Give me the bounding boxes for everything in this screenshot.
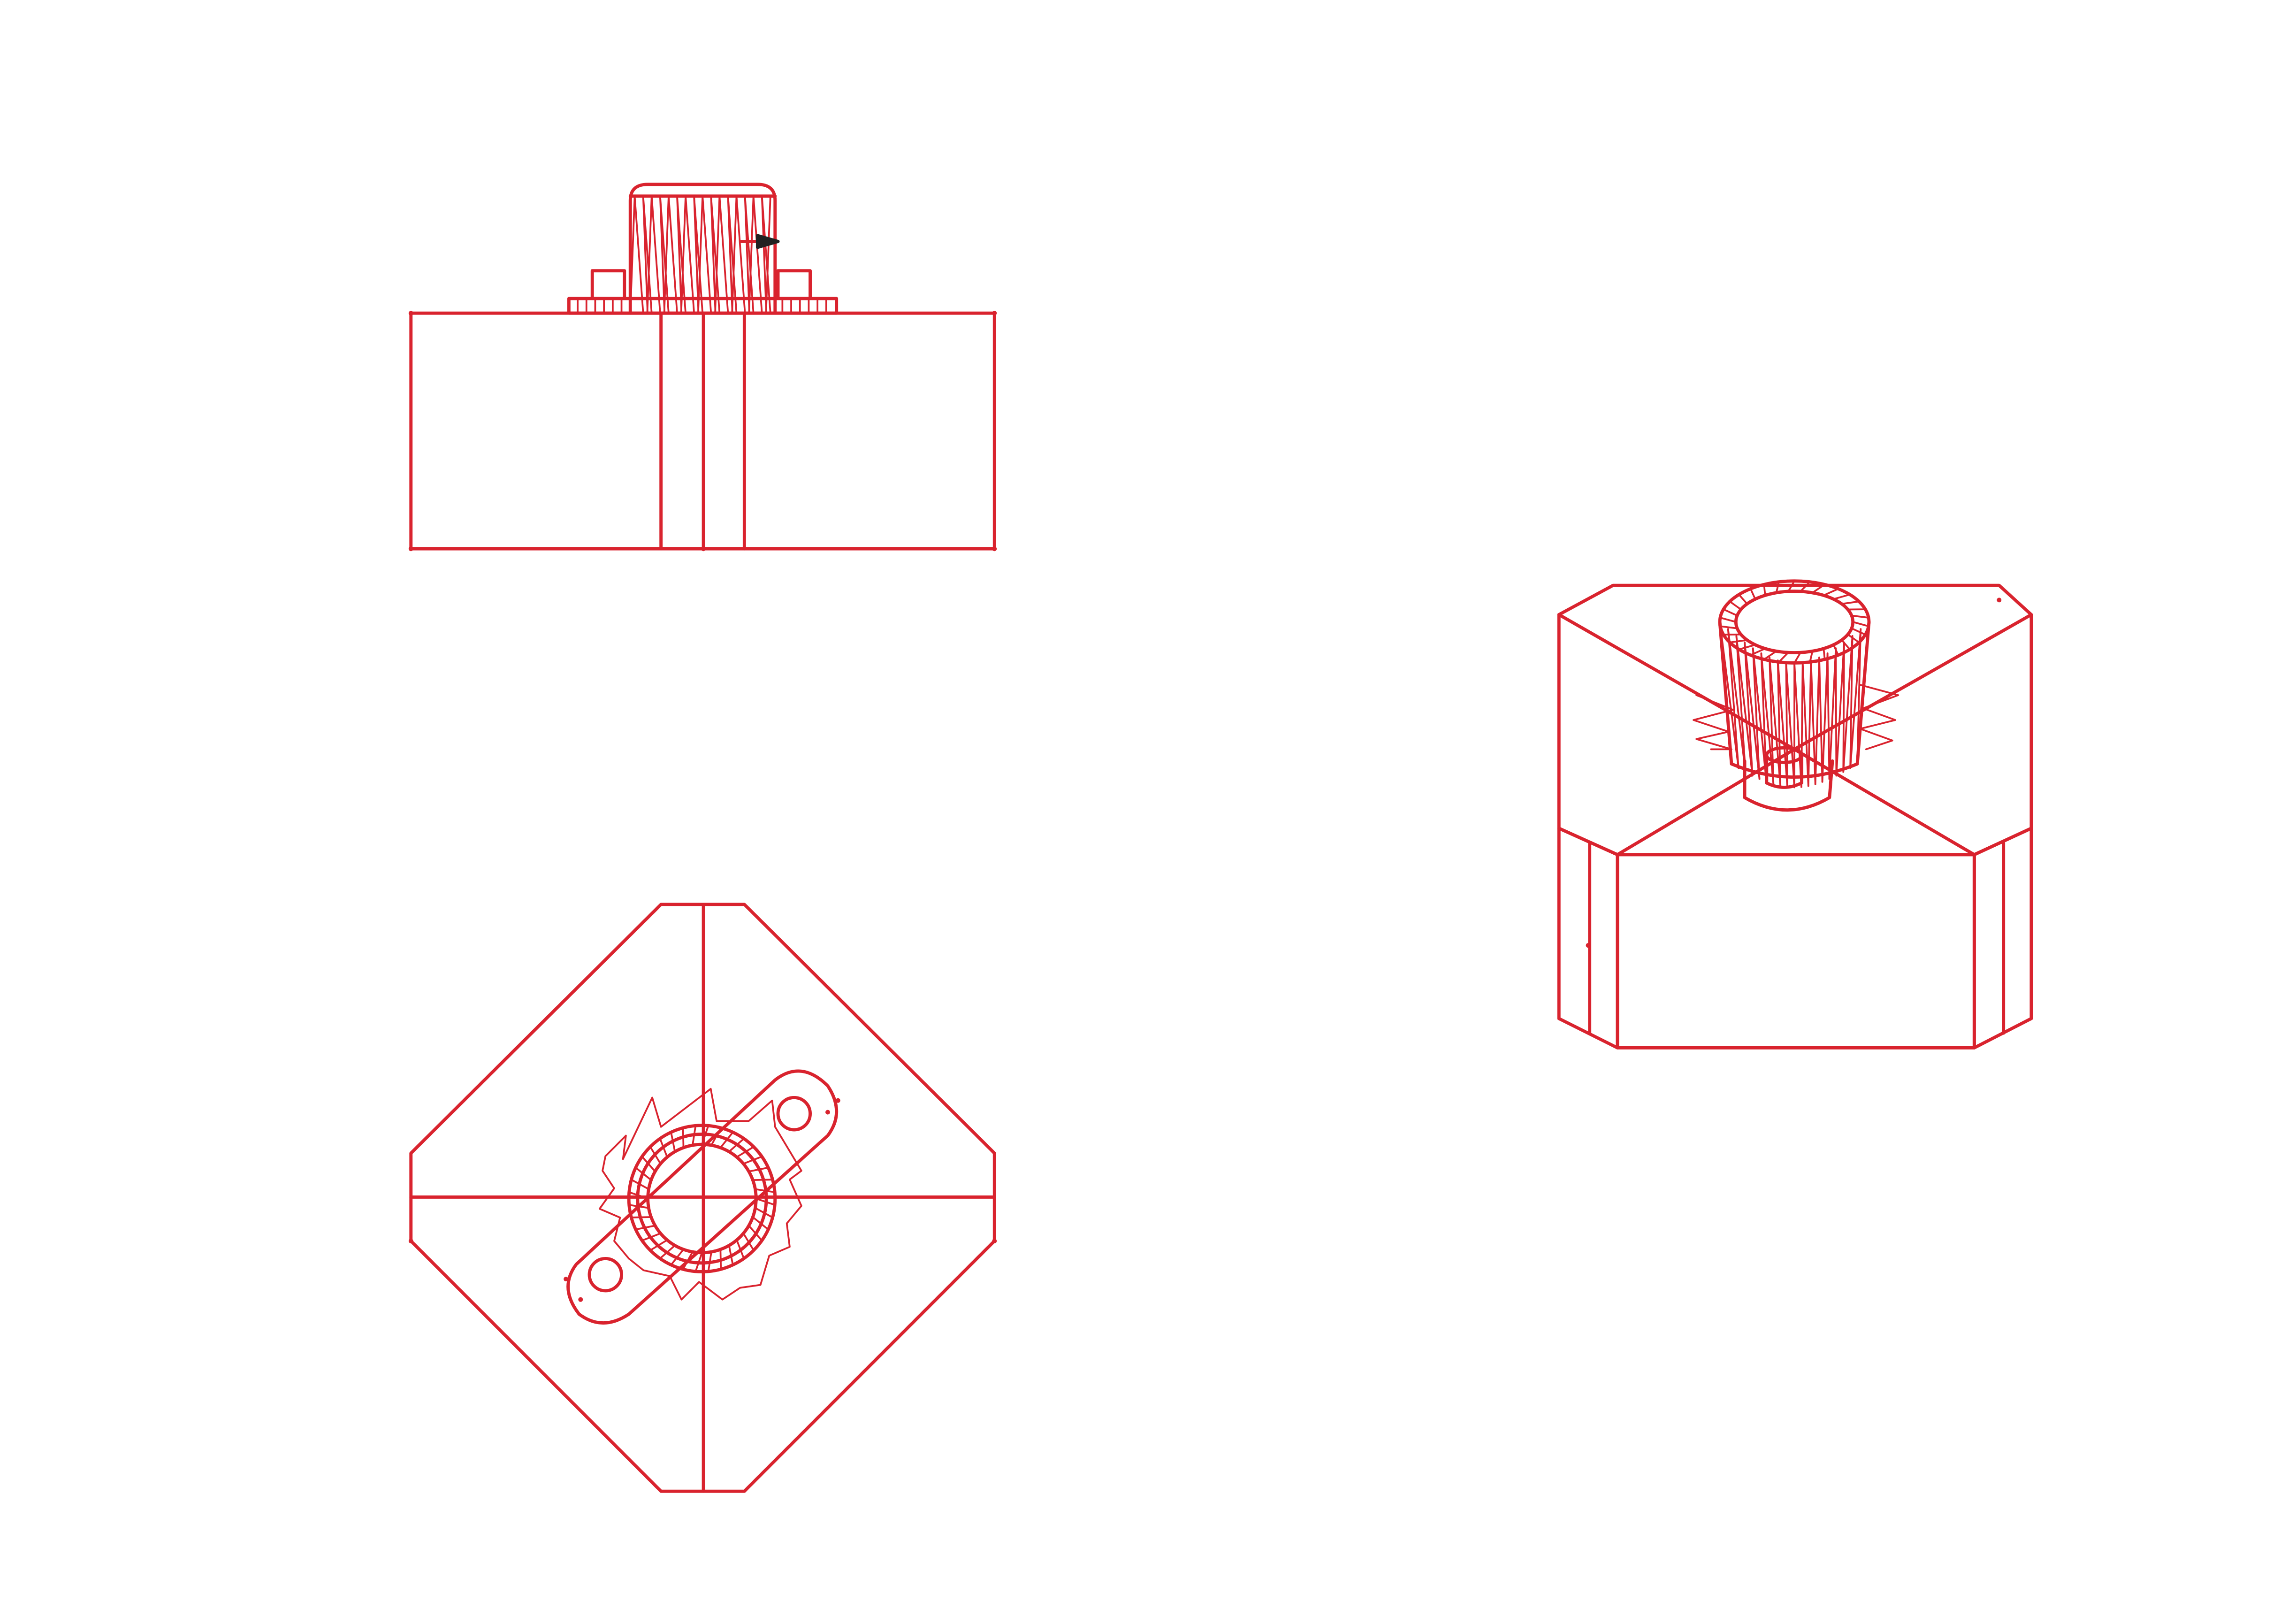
top-view [408, 903, 997, 1493]
direction-arrow-icon [740, 234, 780, 249]
top-knob-outer [627, 1124, 777, 1273]
top-gear-teeth [598, 1088, 802, 1301]
top-hole-upper [776, 1096, 812, 1132]
iso-knob-top [1718, 579, 1871, 665]
top-knob-mid [636, 1132, 768, 1265]
top-flange [566, 1069, 839, 1325]
iso-right-face [1972, 827, 2033, 1049]
iso-front-nub [1743, 759, 1834, 812]
front-boss-right [776, 269, 812, 300]
top-hole-lower [587, 1256, 623, 1293]
front-knob [628, 183, 777, 315]
iso-front-face [1616, 853, 1976, 1049]
front-boss-left [590, 269, 626, 300]
isometric-view [1557, 579, 2033, 1049]
front-view [408, 183, 997, 552]
top-octagon-outline [409, 903, 996, 1493]
iso-left-face [1557, 827, 1619, 1049]
